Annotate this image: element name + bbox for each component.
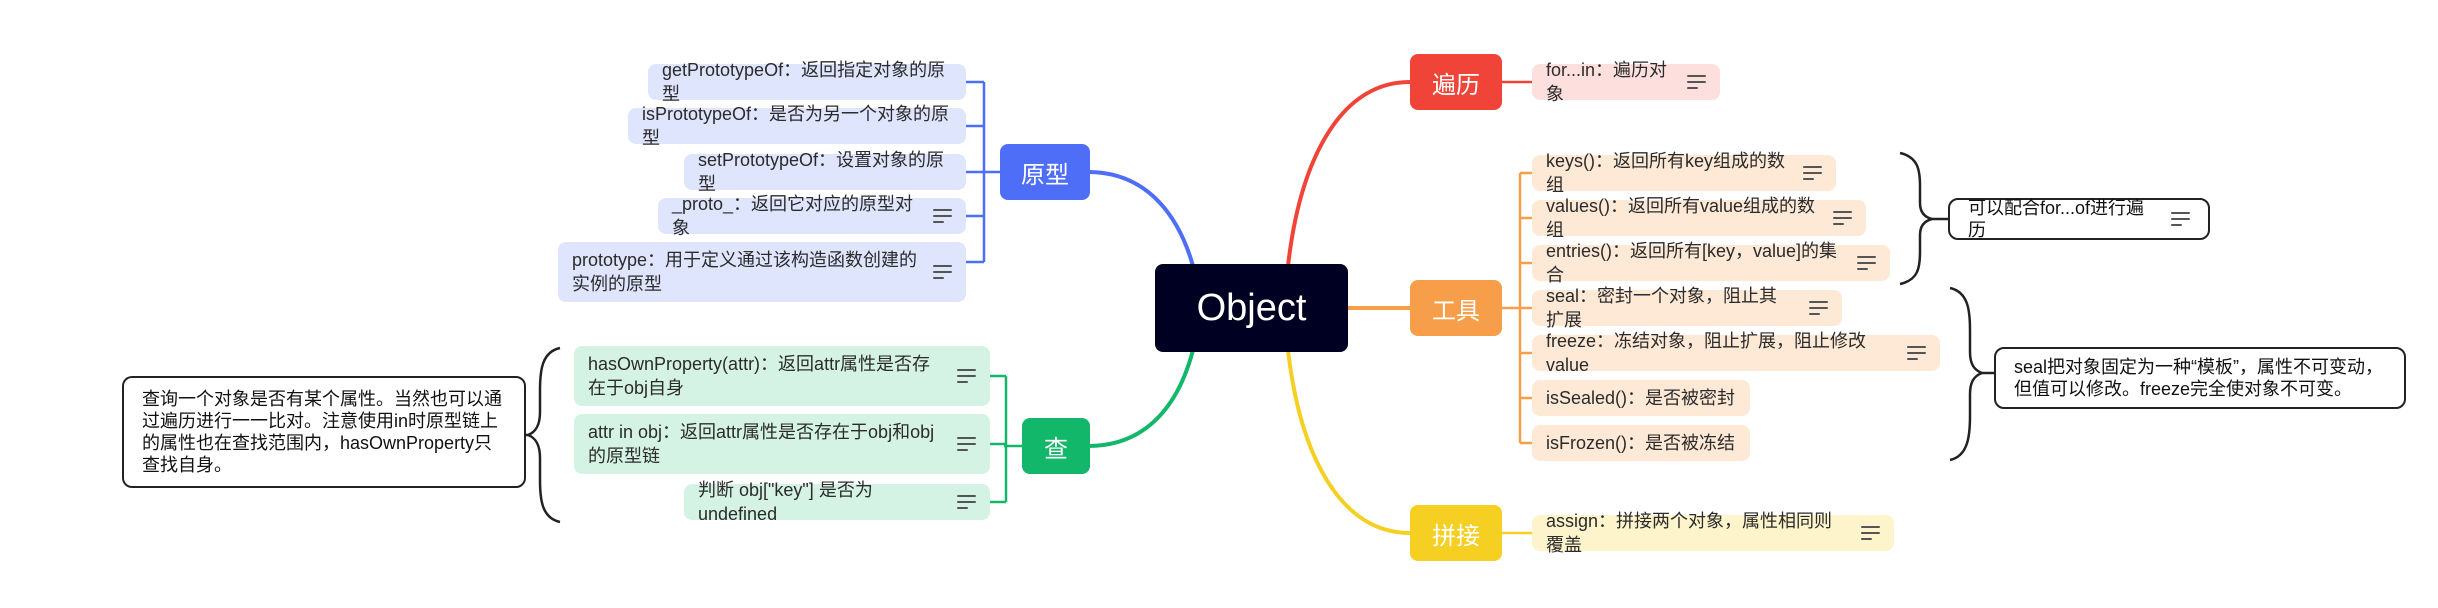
gongju-item-label: isFrozen()：是否被冻结 — [1546, 433, 1736, 453]
gongju-item-keys[interactable]: keys()：返回所有key组成的数组 — [1532, 151, 1836, 195]
gongju-item-seal[interactable]: seal：密封一个对象，阻止其扩展 — [1532, 286, 1842, 330]
proto-item-label: _proto_：返回它对应的原型对象 — [672, 194, 914, 238]
branch-bianli[interactable]: 遍历 — [1410, 54, 1502, 110]
proto-item-proto[interactable]: _proto_：返回它对应的原型对象 — [658, 194, 966, 238]
pinjie-item-label: assign：拼接两个对象，属性相同则覆盖 — [1546, 511, 1833, 555]
gongju-item-freeze[interactable]: freeze：冻结对象，阻止扩展，阻止修改value — [1532, 331, 1940, 375]
gongju-item-label: freeze：冻结对象，阻止扩展，阻止修改value — [1546, 331, 1867, 375]
link-root-cha — [1087, 349, 1195, 448]
notes-menu-icon[interactable] — [1857, 256, 1876, 270]
notes-menu-icon[interactable] — [933, 209, 952, 223]
cha-item-label: 判断 obj["key"] 是否为undefined — [698, 480, 873, 524]
proto-item-label: setPrototypeOf：设置对象的原型 — [698, 150, 945, 194]
gongju-summary-note-forof[interactable]: 可以配合for...of进行遍历 — [1948, 198, 2210, 240]
notes-menu-icon[interactable] — [1907, 346, 1926, 360]
gongju-item-label: entries()：返回所有[key，value]的集合 — [1546, 241, 1838, 285]
bianli-item-forin[interactable]: for...in：遍历对象 — [1532, 60, 1720, 104]
gongju-item-entries[interactable]: entries()：返回所有[key，value]的集合 — [1532, 241, 1890, 285]
branch-cha[interactable]: 查 — [1022, 418, 1090, 474]
root-label: Object — [1196, 286, 1307, 329]
cha-item-in[interactable]: attr in obj：返回attr属性是否存在于obj和obj的原型链 — [574, 414, 990, 474]
branch-bianli-label: 遍历 — [1432, 71, 1480, 99]
brace-gongju-note1 — [1899, 151, 1933, 286]
branch-pinjie-label: 拼接 — [1432, 522, 1480, 550]
proto-item-label: prototype：用于定义通过该构造函数创建的实例的原型 — [572, 250, 918, 294]
notes-menu-icon[interactable] — [2171, 212, 2190, 226]
proto-item-prototype[interactable]: prototype：用于定义通过该构造函数创建的实例的原型 — [558, 242, 966, 302]
bianli-item-label: for...in：遍历对象 — [1546, 60, 1668, 104]
cha-summary-text: 查询一个对象是否有某个属性。当然也可以通过遍历进行一一比对。注意使用in时原型链… — [142, 389, 502, 475]
cha-item-label: attr in obj：返回attr属性是否存在于obj和obj的原型链 — [588, 422, 935, 466]
proto-item-setprototypeof[interactable]: setPrototypeOf：设置对象的原型 — [684, 150, 966, 194]
gongju-item-label: values()：返回所有value组成的数组 — [1546, 196, 1816, 240]
notes-menu-icon[interactable] — [1809, 301, 1828, 315]
proto-item-label: getPrototypeOf：返回指定对象的原型 — [662, 60, 946, 104]
link-root-pinjie — [1286, 349, 1411, 535]
notes-menu-icon[interactable] — [1861, 526, 1880, 540]
link-root-bianli — [1286, 80, 1411, 267]
gongju-summary-note-seal[interactable]: seal把对象固定为一种“模板”，属性不可变动，但值可以修改。freeze完全使… — [1994, 347, 2406, 409]
brace-cha-note — [524, 346, 561, 524]
gongju-summary-text: seal把对象固定为一种“模板”，属性不可变动，但值可以修改。freeze完全使… — [2014, 357, 2384, 399]
gongju-item-isfrozen[interactable]: isFrozen()：是否被冻结 — [1532, 425, 1750, 461]
branch-gongju[interactable]: 工具 — [1410, 280, 1502, 336]
notes-menu-icon[interactable] — [957, 495, 976, 509]
notes-menu-icon[interactable] — [957, 369, 976, 383]
branch-proto[interactable]: 原型 — [1000, 144, 1090, 200]
proto-item-label: isPrototypeOf：是否为另一个对象的原型 — [642, 104, 950, 148]
root-node-object[interactable]: Object — [1155, 264, 1348, 352]
notes-menu-icon[interactable] — [1833, 211, 1852, 225]
gongju-item-label: seal：密封一个对象，阻止其扩展 — [1546, 286, 1778, 330]
pinjie-item-assign[interactable]: assign：拼接两个对象，属性相同则覆盖 — [1532, 511, 1894, 555]
gongju-item-values[interactable]: values()：返回所有value组成的数组 — [1532, 196, 1866, 240]
branch-pinjie[interactable]: 拼接 — [1410, 505, 1502, 561]
links-cha — [990, 374, 1022, 504]
cha-item-label: hasOwnProperty(attr)：返回attr属性是否存在于obj自身 — [588, 354, 931, 398]
links-proto — [966, 80, 1000, 264]
links-gongju — [1502, 171, 1532, 445]
branch-proto-label: 原型 — [1021, 161, 1069, 189]
gongju-item-issealed[interactable]: isSealed()：是否被密封 — [1532, 380, 1750, 416]
brace-gongju-note2 — [1949, 286, 1986, 462]
gongju-item-label: keys()：返回所有key组成的数组 — [1546, 151, 1786, 195]
link-root-proto — [1087, 170, 1195, 267]
cha-item-undefined[interactable]: 判断 obj["key"] 是否为undefined — [684, 480, 990, 524]
gongju-item-label: isSealed()：是否被密封 — [1546, 388, 1736, 408]
gongju-summary-text: 可以配合for...of进行遍历 — [1968, 198, 2145, 240]
notes-menu-icon[interactable] — [957, 437, 976, 451]
proto-item-getprototypeof[interactable]: getPrototypeOf：返回指定对象的原型 — [648, 60, 966, 104]
branch-gongju-label: 工具 — [1432, 297, 1480, 325]
branch-cha-label: 查 — [1044, 435, 1068, 463]
notes-menu-icon[interactable] — [933, 265, 952, 279]
cha-summary-note[interactable]: 查询一个对象是否有某个属性。当然也可以通过遍历进行一一比对。注意使用in时原型链… — [122, 376, 526, 488]
notes-menu-icon[interactable] — [1803, 166, 1822, 180]
proto-item-isprototypeof[interactable]: isPrototypeOf：是否为另一个对象的原型 — [628, 104, 966, 148]
notes-menu-icon[interactable] — [1687, 75, 1706, 89]
cha-item-hasownproperty[interactable]: hasOwnProperty(attr)：返回attr属性是否存在于obj自身 — [574, 346, 990, 406]
